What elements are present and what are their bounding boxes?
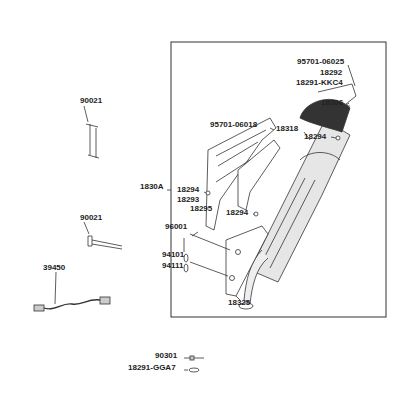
callout-number: 94101 <box>162 251 184 259</box>
callout-number: 18294 <box>177 186 199 194</box>
callout-number: 1830A <box>140 183 164 191</box>
callout-number: 18294 <box>226 209 248 217</box>
bolt <box>84 106 99 158</box>
callout-number: 90301 <box>155 352 177 360</box>
callout-number: 18295 <box>190 205 212 213</box>
leader-line <box>348 65 355 86</box>
end-cap <box>300 84 356 132</box>
screw <box>184 356 204 372</box>
bolt <box>84 222 122 249</box>
oxygen-sensor <box>34 272 110 311</box>
callout-number: 94111 <box>162 262 183 270</box>
callout-number: 90021 <box>80 97 102 105</box>
bolt-set <box>184 232 230 276</box>
callout-number: 18318 <box>276 125 298 133</box>
callout-number: 95701-06018 <box>210 121 257 129</box>
screw <box>204 136 340 216</box>
heat-shield <box>206 118 280 230</box>
bracket <box>226 226 268 300</box>
callout-number: 18292 <box>320 69 342 77</box>
callout-number: 18293 <box>177 196 199 204</box>
leader-line <box>270 128 274 130</box>
callout-number: 18291-GGA7 <box>128 364 176 372</box>
callout-number: 18306 <box>321 99 343 107</box>
leader-line <box>167 190 171 191</box>
callout-number: 39450 <box>43 264 65 272</box>
callout-number: 90021 <box>80 214 102 222</box>
assembly-frame <box>171 42 386 317</box>
callout-number: 95701-06025 <box>297 58 344 66</box>
callout-number: 18294 <box>304 133 326 141</box>
callout-number: 18325 <box>228 299 250 307</box>
callout-number: 96001 <box>165 223 187 231</box>
callout-number: 18291-KKC4 <box>296 79 343 87</box>
